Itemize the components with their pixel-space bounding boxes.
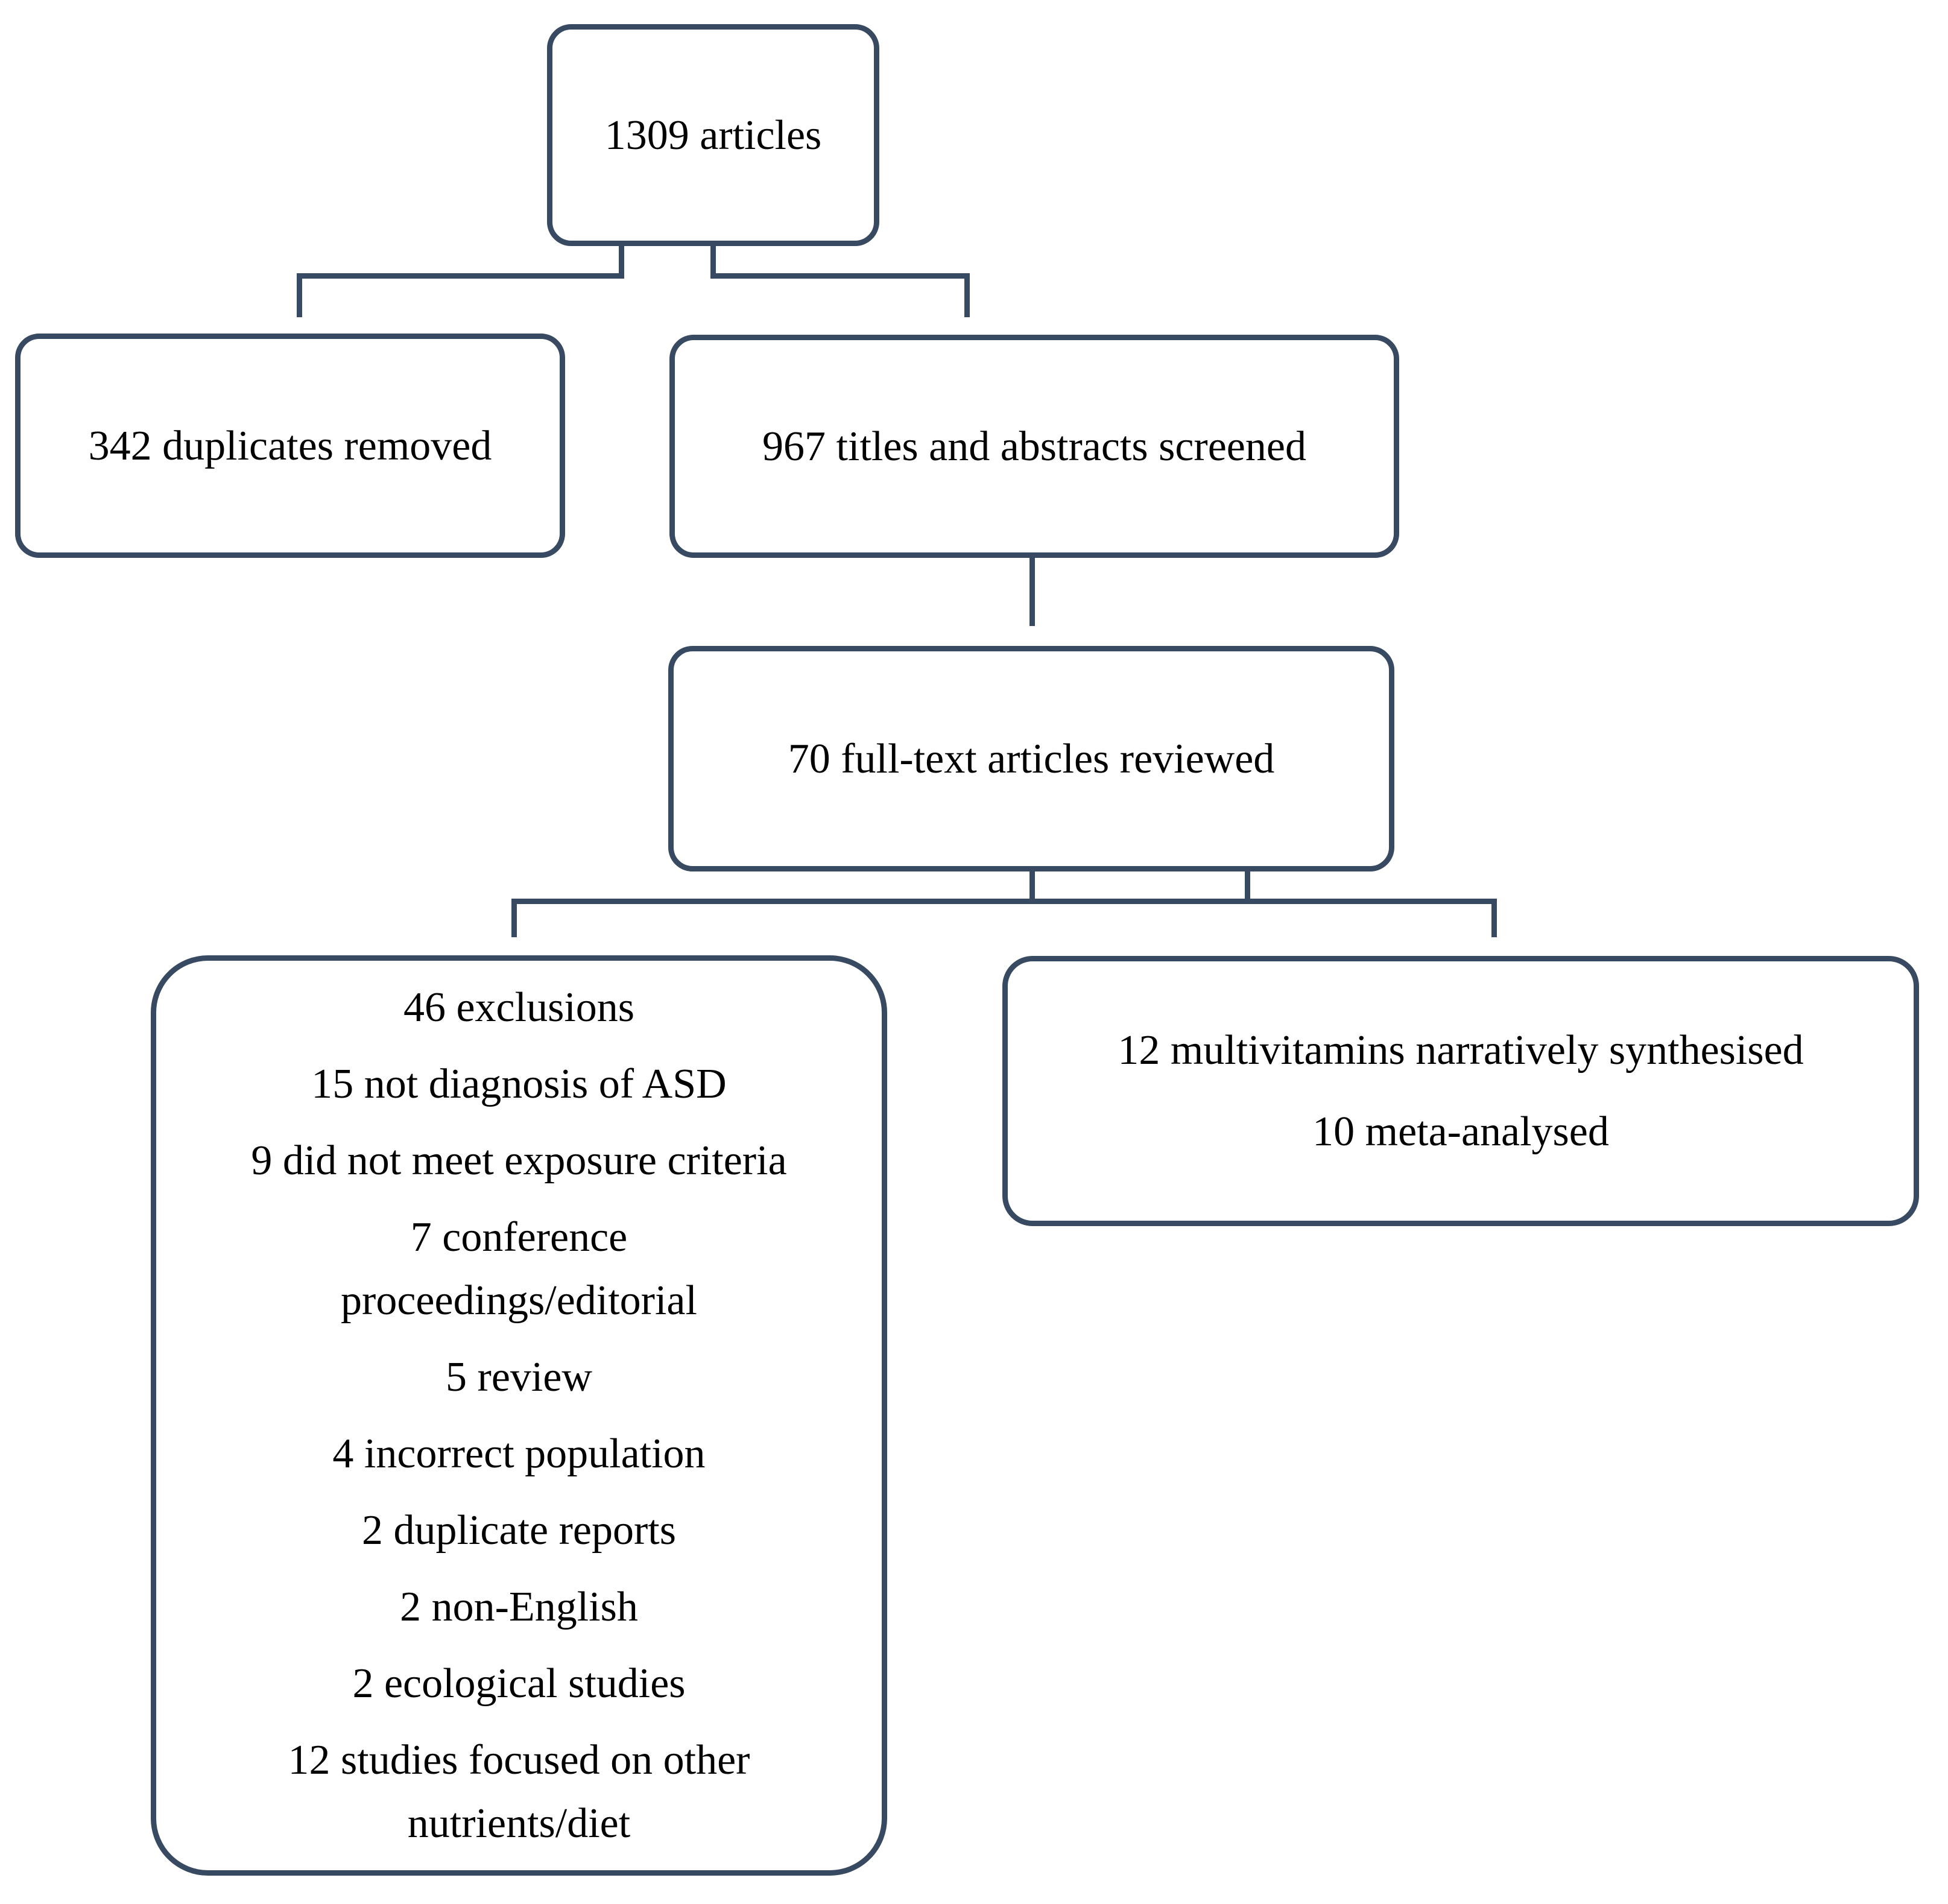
exclusion-item: 4 incorrect population (332, 1431, 706, 1477)
exclusion-item: 2 duplicate reports (362, 1507, 676, 1554)
node-exclusions-list: 46 exclusions 15 not diagnosis of ASD 9 … (151, 955, 887, 1876)
connector-fulltext-synthesis-drop (1491, 899, 1497, 937)
connector-articles-duplicates-stub (619, 246, 624, 279)
exclusion-item: 15 not diagnosis of ASD (311, 1061, 727, 1107)
node-fulltext-reviewed: 70 full-text articles reviewed (668, 646, 1394, 871)
connector-articles-screened-stub (710, 246, 716, 279)
node-duplicates-removed: 342 duplicates removed (15, 334, 565, 558)
connector-articles-screened-drop (964, 273, 970, 317)
connector-screened-fulltext-line (1029, 555, 1035, 626)
node-articles-label: 1309 articles (604, 112, 822, 159)
connector-fulltext-branch-hline (511, 899, 1497, 904)
exclusion-item: 46 exclusions (403, 984, 635, 1031)
exclusion-item: 12 studies focused on other nutrients/di… (288, 1737, 750, 1847)
connector-fulltext-exclusions-stub (1029, 871, 1035, 904)
synthesis-item: 12 multivitamins narratively synthesised (1118, 1027, 1804, 1074)
exclusion-item: 9 did not meet exposure criteria (251, 1137, 787, 1184)
connector-fulltext-synthesis-stub (1245, 871, 1250, 904)
connector-articles-duplicates-drop (297, 273, 302, 317)
node-duplicates-label: 342 duplicates removed (88, 422, 492, 469)
exclusion-item: 2 non-English (400, 1584, 638, 1630)
node-articles-identified: 1309 articles (547, 24, 879, 246)
exclusion-item: 2 ecological studies (352, 1660, 686, 1707)
synthesis-item: 10 meta-analysed (1312, 1109, 1609, 1155)
node-synthesis-result: 12 multivitamins narratively synthesised… (1002, 956, 1919, 1226)
connector-fulltext-exclusions-drop (511, 899, 517, 937)
node-fulltext-label: 70 full-text articles reviewed (788, 735, 1275, 782)
connector-articles-screened-hline (710, 273, 970, 279)
connector-articles-duplicates-hline (297, 273, 624, 279)
exclusion-item: 7 conference proceedings/editorial (341, 1214, 697, 1324)
node-screened-label: 967 titles and abstracts screened (762, 423, 1306, 470)
node-titles-abstracts-screened: 967 titles and abstracts screened (669, 335, 1399, 558)
exclusion-item: 5 review (446, 1354, 592, 1400)
